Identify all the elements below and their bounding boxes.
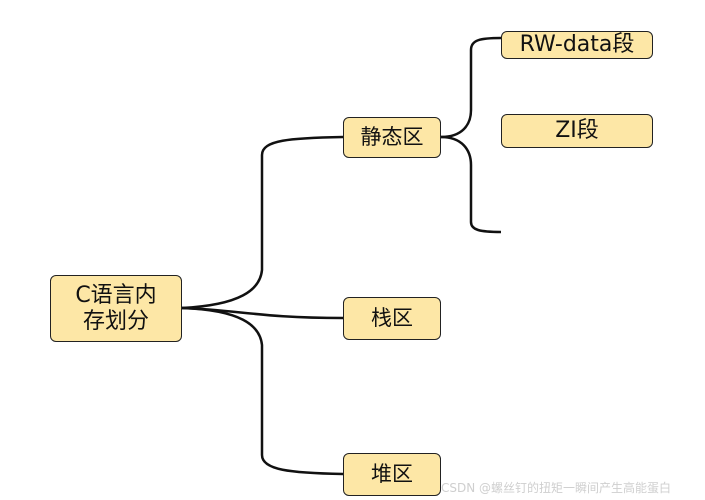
stack-area-label: 栈区 (371, 306, 413, 331)
rw-data-segment-label: RW-data段 (519, 32, 635, 58)
stack-area-node: 栈区 (343, 297, 441, 340)
connector-root-static (181, 135, 344, 310)
static-area-node: 静态区 (343, 117, 441, 158)
static-area-label: 静态区 (360, 125, 424, 150)
connector-static-trunk (440, 135, 502, 234)
connector-root-heap (181, 306, 344, 476)
root-node-line2: 存划分 (82, 308, 149, 334)
connector-static-rwdata (440, 36, 502, 139)
root-node: C语言内 存划分 (50, 275, 182, 342)
heap-area-label: 堆区 (371, 462, 413, 487)
heap-area-node: 堆区 (343, 453, 441, 496)
zi-segment-label: ZI段 (555, 118, 599, 144)
zi-segment-node: ZI段 (501, 114, 653, 148)
watermark-text: CSDN @螺丝钉的扭矩一瞬间产生高能蛋白 (441, 481, 672, 495)
rw-data-segment-node: RW-data段 (501, 31, 653, 59)
root-node-line1: C语言内 (75, 283, 157, 309)
